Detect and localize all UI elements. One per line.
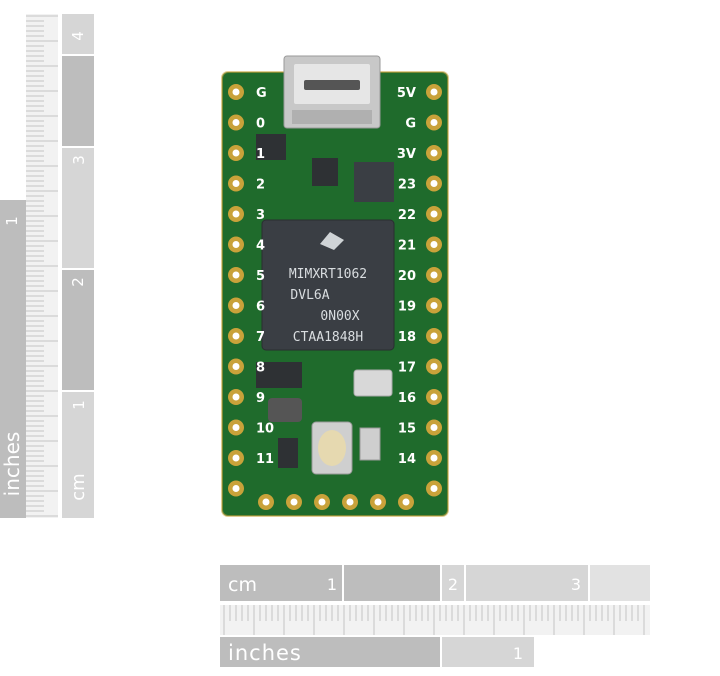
vertical-cm-mark-3: 3 bbox=[70, 155, 88, 165]
pin-label-left: G bbox=[256, 86, 267, 101]
vertical-cm-label: cm bbox=[68, 473, 89, 500]
pin-label-left: 4 bbox=[256, 239, 265, 254]
pin-label-left: 9 bbox=[256, 391, 265, 406]
pin-label-left: 0 bbox=[256, 117, 265, 132]
pin-label-right: 5V bbox=[397, 86, 416, 101]
regulator bbox=[312, 158, 338, 186]
pin-label-right: 21 bbox=[398, 239, 416, 254]
horizontal-cm-mark-1: 1 bbox=[327, 575, 337, 594]
usb-connector bbox=[283, 55, 381, 129]
small-ic bbox=[256, 134, 286, 160]
pin-label-left: 7 bbox=[256, 330, 265, 345]
pin-label-left: 5 bbox=[256, 269, 265, 284]
pin-label-left: 11 bbox=[256, 452, 274, 467]
pin-label-left: 10 bbox=[256, 422, 274, 437]
qfn-chip bbox=[354, 162, 394, 202]
reset-button bbox=[311, 421, 353, 475]
pin-label-right: 15 bbox=[398, 422, 416, 437]
chip-line-2: DVL6A bbox=[290, 288, 329, 303]
pin-label-right: 22 bbox=[398, 208, 416, 223]
pin-label-right: 20 bbox=[398, 269, 416, 284]
horizontal-cm-label: cm bbox=[228, 574, 257, 596]
pin-label-left: 1 bbox=[256, 147, 265, 162]
pin-label-right: 3V bbox=[397, 147, 416, 162]
vertical-inch-label: inches bbox=[0, 432, 24, 497]
horizontal-inch-label: inches bbox=[228, 641, 302, 665]
pin-label-right: 18 bbox=[398, 330, 416, 345]
pin-label-right: 14 bbox=[398, 452, 416, 467]
horizontal-cm-mark-2: 2 bbox=[448, 575, 458, 594]
chip-line-3: 0N00X bbox=[320, 309, 359, 324]
horizontal-inch-mark: 1 bbox=[513, 644, 523, 663]
inductor bbox=[268, 398, 302, 422]
horizontal-cm-mark-3: 3 bbox=[571, 575, 581, 594]
transistor bbox=[278, 438, 298, 468]
vertical-cm-mark-2: 2 bbox=[69, 277, 87, 287]
vertical-cm-mark-1: 1 bbox=[70, 400, 88, 410]
crystal bbox=[353, 369, 393, 397]
pin-label-right: 16 bbox=[398, 391, 416, 406]
pin-label-right: 23 bbox=[398, 178, 416, 193]
vertical-inch-mark: 1 bbox=[3, 216, 21, 226]
pin-label-right: 19 bbox=[398, 300, 416, 315]
small-crystal bbox=[359, 427, 381, 461]
logo-icon bbox=[320, 232, 344, 250]
chip-line-1: MIMXRT1062 bbox=[289, 267, 367, 282]
pin-label-right: G bbox=[405, 117, 416, 132]
vertical-ruler: 1 inches 4 3 2 1 cm bbox=[0, 14, 94, 518]
flash-chip bbox=[256, 362, 302, 388]
pin-label-right: 17 bbox=[398, 361, 416, 376]
vertical-cm-mark-4: 4 bbox=[69, 31, 87, 41]
pin-label-left: 2 bbox=[256, 178, 265, 193]
chip-line-4: CTAA1848H bbox=[293, 330, 363, 345]
pin-label-left: 6 bbox=[256, 300, 265, 315]
microcontroller-board: MIMXRT1062 DVL6A 0N00X CTAA1848H G012345… bbox=[221, 55, 449, 517]
pin-label-left: 3 bbox=[256, 208, 265, 223]
main-processor-chip: MIMXRT1062 DVL6A 0N00X CTAA1848H bbox=[261, 219, 395, 351]
pin-label-left: 8 bbox=[256, 361, 265, 376]
horizontal-ruler: cm 1 2 3 inches 1 bbox=[220, 565, 650, 667]
